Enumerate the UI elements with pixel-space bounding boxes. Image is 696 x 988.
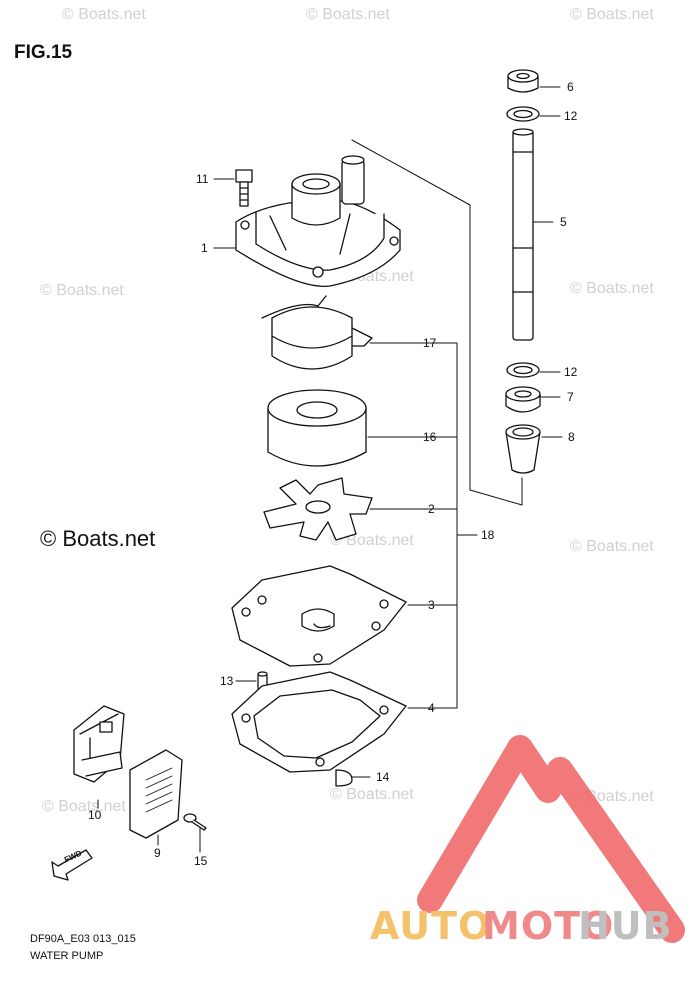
- callout-7: 7: [567, 390, 574, 404]
- watermark: © Boats.net: [306, 6, 390, 23]
- gasket-lower-part: [231, 671, 407, 773]
- callout-5: 5: [560, 215, 567, 229]
- callout-2: 2: [428, 502, 435, 516]
- pump-liner-part: [261, 295, 373, 370]
- callout-14: 14: [376, 770, 390, 784]
- logo-text-auto: AUTO: [370, 904, 492, 948]
- callout-6: 6: [567, 80, 574, 94]
- logo-text-hub: HUB: [578, 904, 673, 948]
- model-code: DF90A_E03 013_015: [30, 933, 136, 945]
- callout-13: 13: [220, 674, 234, 688]
- gasket-upper-part: [231, 565, 407, 667]
- figure-caption: WATER PUMP: [30, 950, 104, 962]
- watermark: © Boats.net: [570, 6, 654, 23]
- callout-10: 10: [88, 808, 102, 822]
- watermark-featured: © Boats.net: [40, 526, 156, 551]
- callout-15: 15: [194, 854, 208, 868]
- screw-part: [183, 813, 207, 831]
- watermark: © Boats.net: [570, 280, 654, 297]
- callout-16: 16: [423, 430, 437, 444]
- protector-part: [73, 705, 125, 783]
- callout-18: 18: [481, 528, 495, 542]
- watermark: © Boats.net: [40, 282, 124, 299]
- watermark: © Boats.net: [42, 798, 126, 815]
- strainer-part: [129, 749, 183, 839]
- callout-3: 3: [428, 598, 435, 612]
- callout-12-top: 12: [564, 109, 578, 123]
- watermark: © Boats.net: [330, 532, 414, 549]
- callout-11: 11: [196, 172, 209, 186]
- watermark: © Boats.net: [62, 6, 146, 23]
- callout-12-bottom: 12: [564, 365, 578, 379]
- figure-title: FIG.15: [14, 42, 73, 63]
- washer-part: [506, 106, 540, 378]
- impeller-housing-part: [267, 389, 367, 467]
- fwd-arrow-icon: [51, 849, 93, 881]
- callout-9: 9: [154, 846, 161, 860]
- watermark: © Boats.net: [570, 538, 654, 555]
- drive-shaft-part: [512, 128, 534, 341]
- callout-17: 17: [423, 336, 437, 350]
- seal-part: [505, 386, 541, 413]
- callout-1: 1: [201, 241, 208, 255]
- key-part: [335, 769, 353, 787]
- callout-8: 8: [568, 430, 575, 444]
- guide-sleeve-part: [505, 424, 541, 474]
- bushing-part: [507, 69, 539, 93]
- pump-case-part: [235, 155, 401, 288]
- logo-text-moto: MOTO: [482, 904, 615, 948]
- bolt-part: [235, 169, 253, 207]
- callout-4: 4: [428, 701, 435, 715]
- watermark: © Boats.net: [330, 786, 414, 803]
- impeller-part: [263, 477, 373, 541]
- automotohub-logo-triangle: [417, 735, 685, 943]
